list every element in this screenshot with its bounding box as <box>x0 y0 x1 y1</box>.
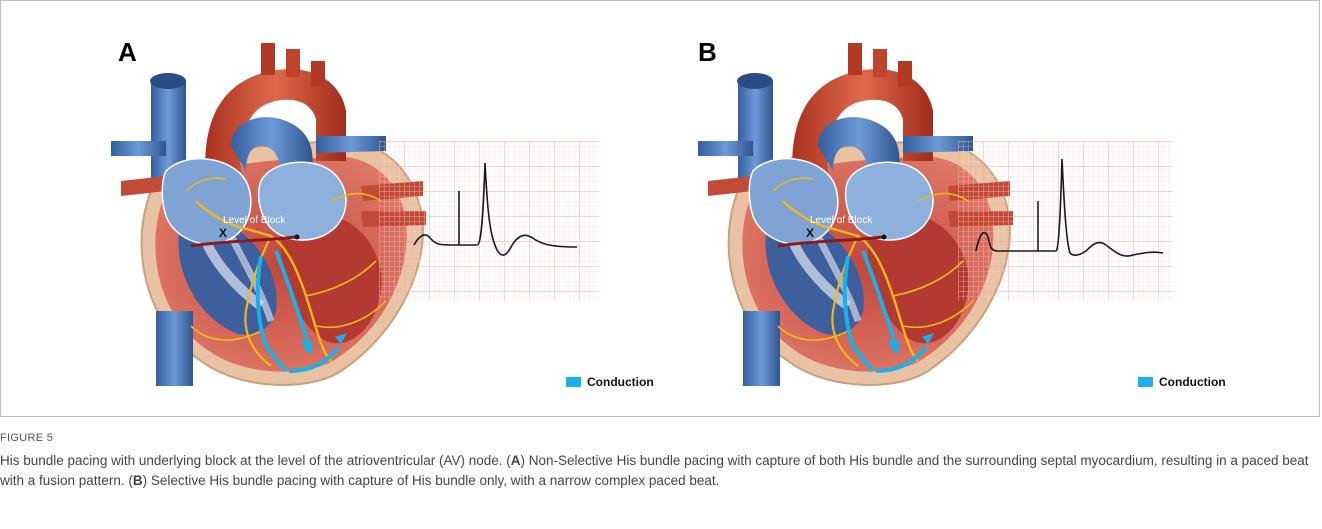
figure-frame: A X Level of Block Conduction B X Level … <box>0 0 1320 417</box>
caption-letter-a: A <box>511 453 521 468</box>
conduction-swatch-icon <box>1138 377 1153 387</box>
panel-a: A X Level of Block Conduction <box>1 1 661 418</box>
caption-text-b: ) Selective His bundle pacing with captu… <box>143 473 720 488</box>
caption-intro: His bundle pacing with underlying block … <box>0 453 511 468</box>
ecg-strip-selective <box>958 141 1173 301</box>
level-of-block-label: Level of Block <box>810 215 873 226</box>
panel-b: B X Level of Block Conduction <box>588 1 1248 418</box>
av-block-marker: X <box>219 226 227 240</box>
legend-label: Conduction <box>1159 375 1226 389</box>
av-block-marker: X <box>806 226 814 240</box>
ecg-strip-nonselective <box>379 141 599 301</box>
caption-letter-b: B <box>133 473 143 488</box>
level-of-block-label: Level of Block <box>223 215 286 226</box>
legend: Conduction <box>1138 375 1226 389</box>
figure-label: FIGURE 5 <box>0 432 53 444</box>
conduction-swatch-icon <box>566 377 581 387</box>
figure-caption: His bundle pacing with underlying block … <box>0 451 1318 491</box>
